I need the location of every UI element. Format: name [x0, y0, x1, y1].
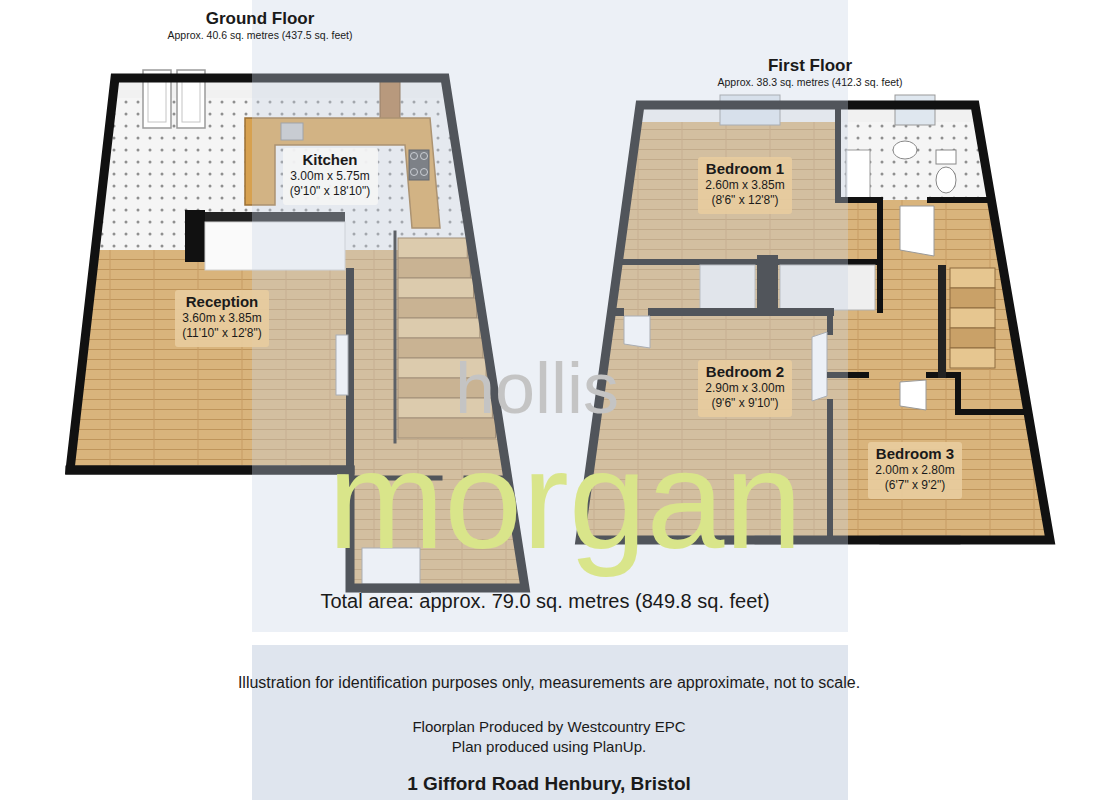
stair-step	[950, 328, 995, 348]
room-size-metric: 2.90m x 3.00m	[704, 381, 786, 396]
disclaimer: Illustration for identification purposes…	[238, 673, 860, 692]
watermark: morgan	[328, 430, 803, 570]
cistern	[936, 150, 956, 164]
stair-step	[950, 268, 995, 288]
room-name: Bedroom 3	[874, 445, 956, 464]
room-name: Kitchen	[289, 151, 372, 170]
room-size-metric: 3.60m x 3.85m	[181, 311, 263, 326]
room-size-imperial: (8'6" x 12'8")	[704, 193, 786, 208]
floor-heading: First FloorApprox. 38.3 sq. metres (412.…	[713, 55, 907, 89]
window	[895, 95, 935, 125]
address: 1 Gifford Road Henbury, Bristol	[407, 773, 691, 796]
room-name: Bedroom 2	[704, 363, 786, 382]
shower-tray	[846, 150, 870, 198]
room: Kitchen3.00m x 5.75m(9'10" x 18'10")	[283, 148, 378, 205]
floor-heading: Ground FloorApprox. 40.6 sq. metres (437…	[163, 8, 357, 42]
toilet	[936, 167, 956, 193]
room-size-metric: 2.00m x 2.80m	[874, 463, 956, 478]
credit: Floorplan Produced by Westcountry EPC	[412, 718, 685, 736]
watermark: hollis	[455, 352, 619, 424]
room-size-imperial: (9'10" x 18'10")	[289, 184, 372, 199]
room-name: Reception	[181, 293, 263, 312]
room-name: Bedroom 1	[704, 160, 786, 179]
room: Bedroom 22.90m x 3.00m(9'6" x 9'10")	[698, 360, 792, 417]
door-panel	[148, 76, 166, 122]
stair-step	[950, 288, 995, 308]
floor-title: First Floor	[713, 55, 907, 76]
credit: Plan produced using PlanUp.	[452, 738, 646, 756]
internal-wall	[877, 200, 883, 310]
footer-band	[252, 645, 848, 800]
room-size-imperial: (11'10" x 12'8")	[181, 326, 263, 341]
floor-area: Approx. 38.3 sq. metres (412.3 sq. feet)	[713, 76, 907, 89]
room-size-imperial: (6'7" x 9'2")	[874, 478, 956, 493]
door-panel	[182, 76, 200, 122]
stair-step	[950, 348, 995, 368]
room: Bedroom 12.60m x 3.85m(8'6" x 12'8")	[698, 157, 792, 214]
total-area: Total area: approx. 79.0 sq. metres (849…	[320, 590, 769, 613]
room: Reception3.60m x 3.85m(11'10" x 12'8")	[175, 290, 269, 347]
stair-step	[950, 308, 995, 328]
fridge	[185, 210, 205, 262]
bathroom-door	[900, 206, 934, 256]
room-size-metric: 3.00m x 5.75m	[289, 169, 372, 184]
watermark-band	[252, 0, 848, 632]
basin	[893, 141, 917, 159]
internal-wall	[930, 197, 990, 203]
floor-title: Ground Floor	[163, 8, 357, 29]
floor-area: Approx. 40.6 sq. metres (437.5 sq. feet)	[163, 29, 357, 42]
room: Bedroom 32.00m x 2.80m(6'7" x 9'2")	[868, 442, 962, 499]
room-size-metric: 2.60m x 3.85m	[704, 178, 786, 193]
banister	[938, 265, 946, 378]
bedroom-door	[900, 380, 926, 410]
room-size-imperial: (9'6" x 9'10")	[704, 396, 786, 411]
internal-wall	[926, 375, 1026, 412]
